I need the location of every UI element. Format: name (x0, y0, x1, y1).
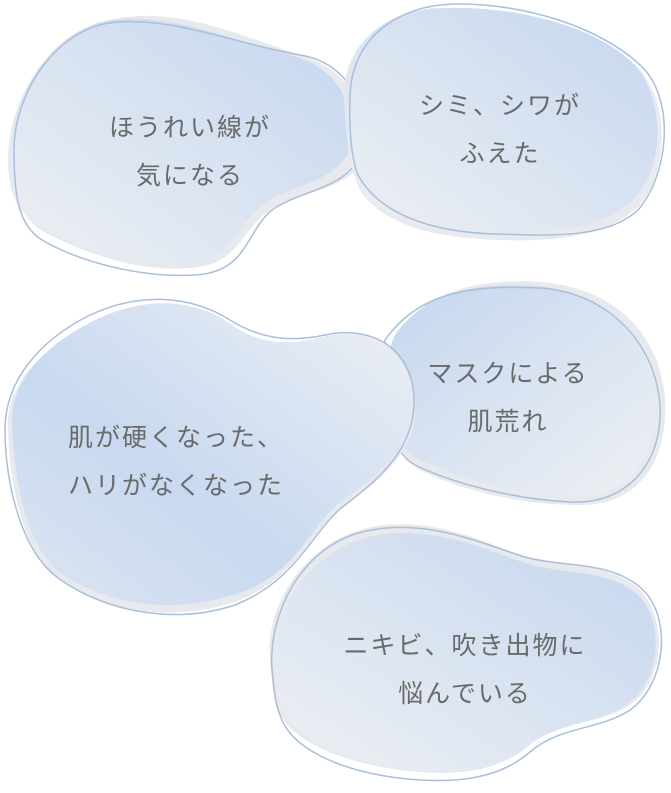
bubble-line: ほうれい線が (108, 113, 271, 142)
bubble-line: 肌が硬くなった、 (68, 423, 285, 452)
bubble-line: 肌荒れ (467, 407, 549, 436)
bubble-spots-wrinkles-shape (343, 3, 666, 241)
bubble-spots-wrinkles-text: シミ、シワが ふえた (360, 82, 640, 178)
bubble-mask-rough-skin-shape (384, 281, 666, 505)
bubble-line: ニキビ、吹き出物に (343, 631, 587, 660)
bubble-acne-text: ニキビ、吹き出物に 悩んでいる (300, 622, 630, 718)
bubble-firmness-text: 肌が硬くなった、 ハリがなくなった (40, 414, 360, 510)
bubble-firmness-shape (4, 298, 416, 616)
bubble-line: 悩んでいる (398, 679, 532, 708)
bubble-laugh-lines-text: ほうれい線が 気になる (40, 104, 340, 200)
bubble-laugh-lines-shape (8, 15, 366, 277)
bubble-line: マスクによる (427, 359, 589, 388)
bubble-line: シミ、シワが (418, 91, 581, 120)
bubble-line: 気になる (135, 161, 244, 190)
bubble-mask-rough-skin-text: マスクによる 肌荒れ (408, 350, 608, 446)
bubble-acne-shape (269, 524, 663, 782)
bubble-line: ハリがなくなった (68, 471, 285, 500)
bubble-line: ふえた (459, 139, 541, 168)
